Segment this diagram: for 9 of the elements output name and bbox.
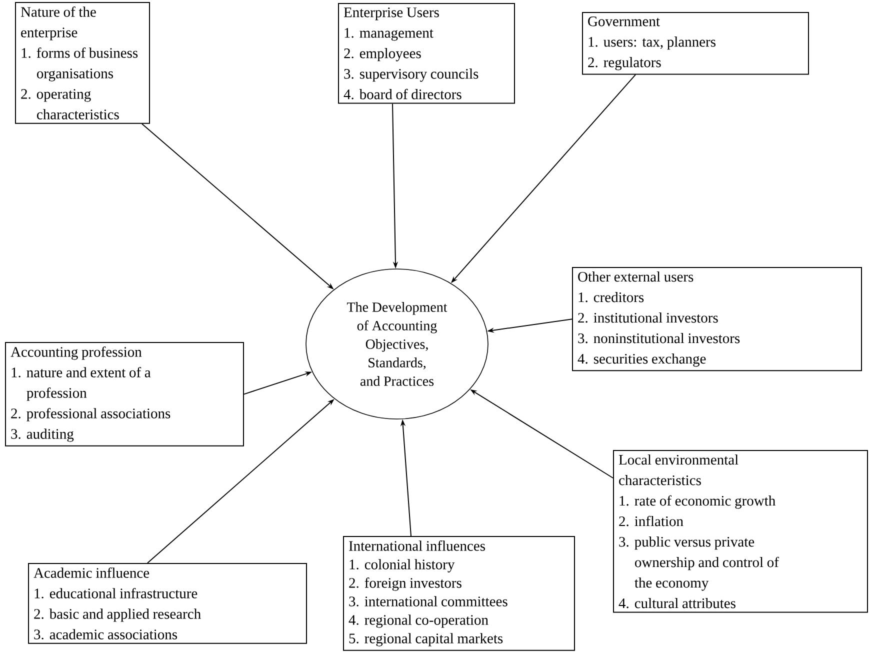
text-box: Other external users 1. creditors 2. institutional investors 3. noninstitutional investors 4. securities exchange [572,267,862,372]
text-box: Enterprise Users 1. management 2. employees 3. supervisory councils 4. board of directors [338,3,515,104]
text-box: Nature of the enterprise 1. forms of business organisations 2. operating characteristics [15,2,150,124]
text-box: Academic influence 1. educational infrastructure 2. basic and applied research 3. academic associations [28,563,307,644]
text-box: Local environmental characteristics 1. rate of economic growth 2. inflation 3. public versus private ownership and control of the economy 4. cultural attributes [613,450,868,613]
text-box: Government 1. users: tax, planners 2. regulators [582,12,809,75]
text-box: Accounting profession 1. nature and extent of a profession 2. professional associations 3. auditing [5,342,244,446]
ellipse-node: The Development of Accounting Objectives, Standards, and Practices [306,268,488,420]
text-box: International influences 1. colonial history 2. foreign investors 3. international committees 4. regional co-operation 5. regional capital markets [343,536,575,651]
